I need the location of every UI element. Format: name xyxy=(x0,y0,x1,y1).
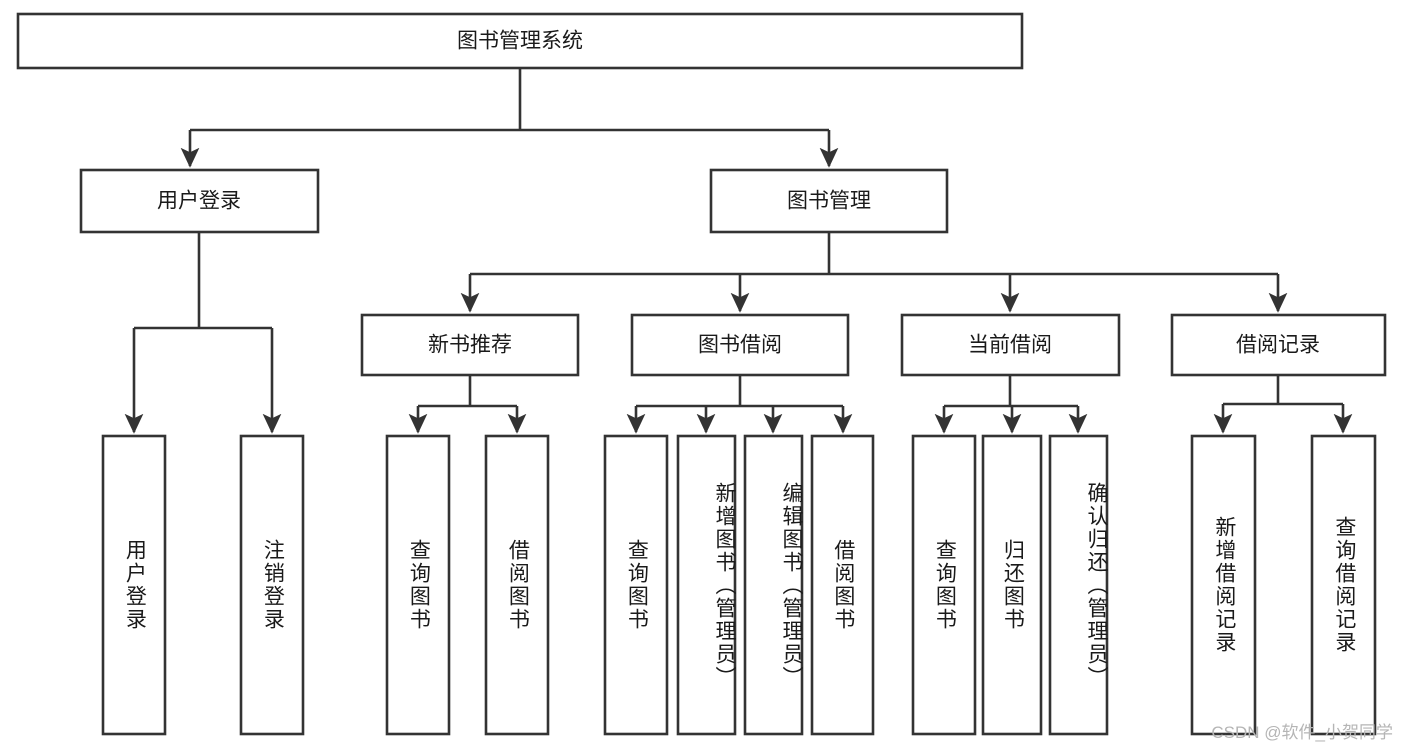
node-book-management-label: 图书管理 xyxy=(787,190,871,213)
node-new-book-recommend[interactable]: 新书推荐 xyxy=(360,313,580,377)
node-book-borrow[interactable]: 图书借阅 xyxy=(630,313,850,377)
leaf-logout-box[interactable] xyxy=(239,434,305,736)
node-borrow-record[interactable]: 借阅记录 xyxy=(1170,313,1387,377)
leaf-borrow-book-bb-box[interactable] xyxy=(810,434,875,736)
node-book-borrow-box[interactable] xyxy=(630,313,850,377)
leaf-user-login-box[interactable] xyxy=(101,434,167,736)
node-current-borrow-label: 当前借阅 xyxy=(968,334,1052,357)
node-user-login[interactable]: 用户登录 xyxy=(79,168,320,234)
leaf-query-book-cb-box[interactable] xyxy=(911,434,977,736)
node-new-book-recommend-label: 新书推荐 xyxy=(428,334,512,357)
leaf-borrow-book-nbr-box[interactable] xyxy=(484,434,550,736)
node-new-book-recommend-box[interactable] xyxy=(360,313,580,377)
leaf-query-borrow-record-box[interactable] xyxy=(1310,434,1377,736)
leaf-add-borrow-record-box[interactable] xyxy=(1190,434,1257,736)
node-root-box[interactable] xyxy=(16,12,1024,70)
node-root[interactable]: 图书管理系统 xyxy=(16,12,1024,70)
connector-group xyxy=(124,68,1353,434)
leaf-confirm-return-admin-box[interactable] xyxy=(1048,434,1109,736)
node-user-login-box[interactable] xyxy=(79,168,320,234)
csdn-watermark: CSDN @软件_小贺同学 xyxy=(1211,723,1393,742)
node-book-management-box[interactable] xyxy=(709,168,949,234)
leaf-add-book-admin-box[interactable] xyxy=(676,434,737,736)
leaf-boxes xyxy=(101,434,1377,736)
node-current-borrow-box[interactable] xyxy=(900,313,1121,377)
leaf-query-book-bb-box[interactable] xyxy=(603,434,669,736)
node-borrow-record-box[interactable] xyxy=(1170,313,1387,377)
leaf-edit-book-admin-box[interactable] xyxy=(743,434,804,736)
leaf-query-book-nbr-box[interactable] xyxy=(385,434,451,736)
node-book-management[interactable]: 图书管理 xyxy=(709,168,949,234)
node-current-borrow[interactable]: 当前借阅 xyxy=(900,313,1121,377)
node-user-login-label: 用户登录 xyxy=(157,190,241,213)
node-book-borrow-label: 图书借阅 xyxy=(698,334,782,357)
leaf-return-book-box[interactable] xyxy=(981,434,1043,736)
node-borrow-record-label: 借阅记录 xyxy=(1236,334,1320,357)
node-root-label: 图书管理系统 xyxy=(457,30,583,53)
